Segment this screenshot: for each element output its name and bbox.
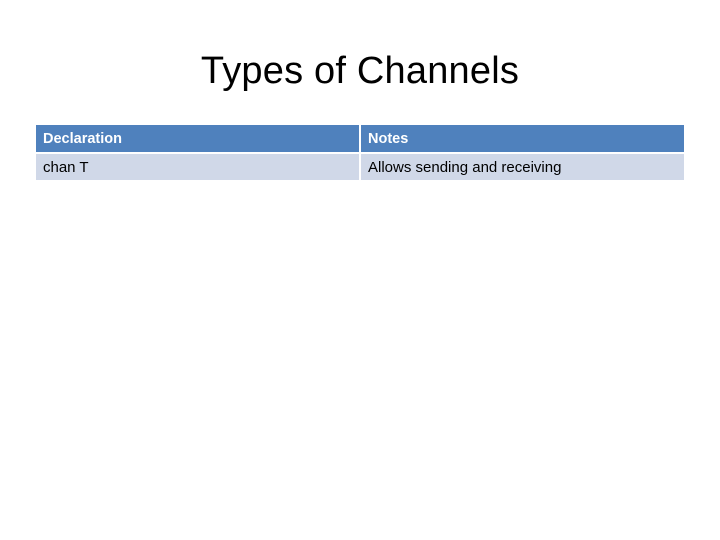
column-header-notes: Notes — [359, 125, 684, 154]
slide-title: Types of Channels — [200, 50, 520, 92]
cell-declaration: chan T — [36, 152, 361, 182]
column-header-declaration: Declaration — [36, 125, 361, 154]
cell-notes: Allows sending and receiving — [359, 152, 684, 182]
channels-table: Declaration Notes chan T Allows sending … — [36, 125, 684, 182]
table-header-row: Declaration Notes — [36, 125, 684, 154]
table-row: chan T Allows sending and receiving — [36, 152, 684, 182]
